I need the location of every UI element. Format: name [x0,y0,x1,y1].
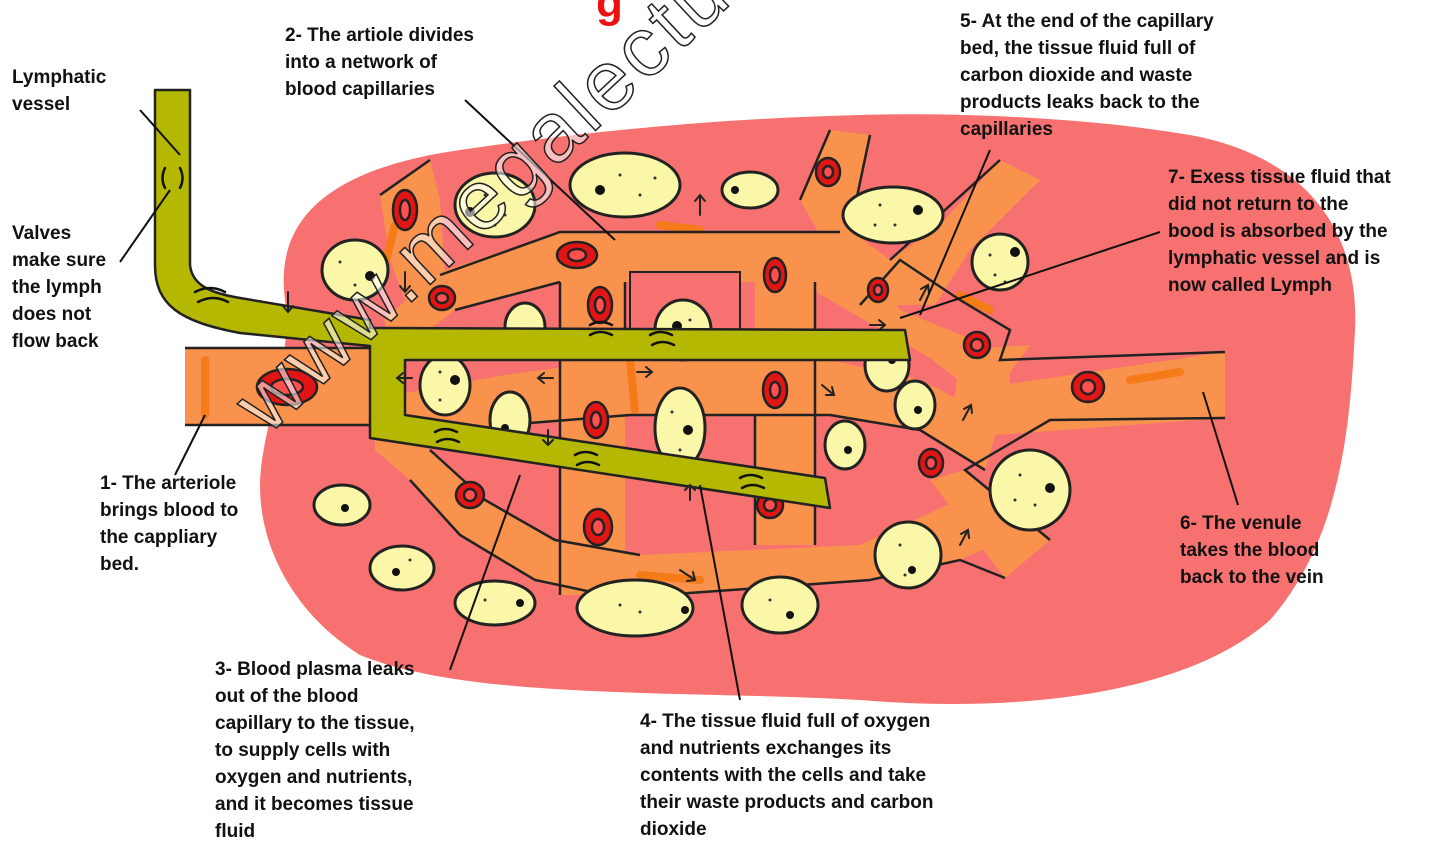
label-valves: Valves make sure the lymph does not flow… [12,220,106,355]
label-step4: 4- The tissue fluid full of oxygen and n… [640,708,934,843]
cell [990,450,1070,530]
cell [875,522,941,588]
label-step7: 7- Exess tissue fluid that did not retur… [1168,164,1391,299]
red-blood-cell [584,402,608,438]
red-blood-cell [816,158,840,186]
cell [314,485,370,525]
cell [577,580,693,636]
cell [420,355,470,415]
red-blood-cell [456,482,484,508]
label-step6: 6- The venule takes the blood back to th… [1180,510,1324,591]
red-blood-cell [919,449,943,477]
red-blood-cell [964,332,990,358]
red-blood-cell [584,509,612,545]
label-step5: 5- At the end of the capillary bed, the … [960,8,1214,143]
label-lymphatic-vessel: Lymphatic vessel [12,64,106,118]
cell [370,546,434,590]
red-blood-cell [557,242,597,268]
red-blood-cell [868,278,888,302]
label-step2: 2- The artiole divides into a network of… [285,22,474,103]
red-blood-cell [588,287,612,323]
red-blood-cell [763,372,787,408]
cell [722,172,778,208]
cell [742,577,818,633]
label-step3: 3- Blood plasma leaks out of the blood c… [215,656,415,845]
cell [825,421,865,469]
label-step1: 1- The arteriole brings blood to the cap… [100,470,238,578]
red-blood-cell [764,258,786,292]
cell [895,381,935,429]
cell [843,187,943,243]
red-blood-cell [1072,372,1104,402]
cell [972,234,1028,290]
